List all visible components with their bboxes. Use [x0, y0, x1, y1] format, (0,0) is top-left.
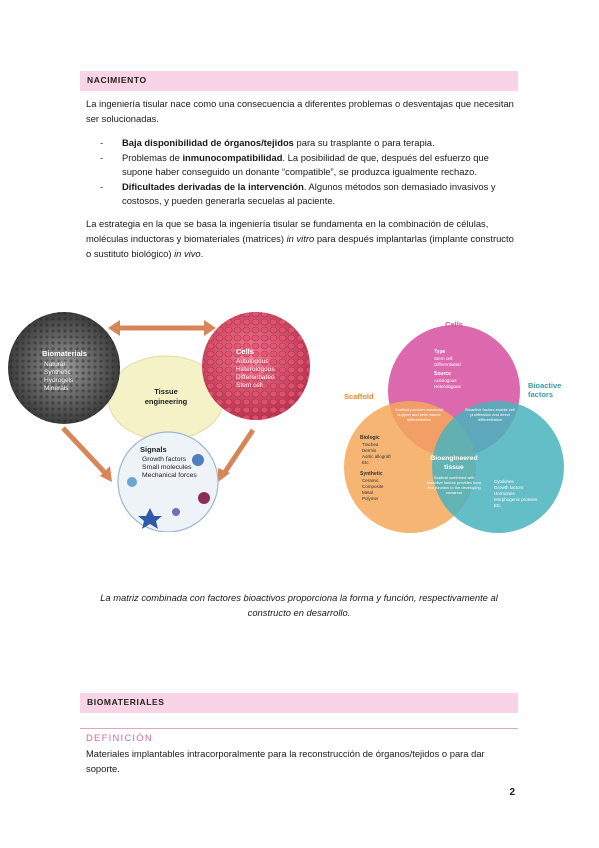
- divider: [80, 728, 518, 729]
- figure-caption: La matriz combinada con factores bioacti…: [100, 592, 498, 618]
- intro-paragraph: La ingeniería tisular nace como una cons…: [86, 98, 514, 124]
- factors-title-line1: Bioactive: [528, 381, 561, 390]
- molecule-icon: [127, 477, 137, 487]
- list-item: -Problemas de inmunocompatibilidad. La p…: [100, 151, 489, 178]
- scaffold-syn-item: Composite: [362, 484, 384, 489]
- scaffold-syn-item: Ceramic: [362, 478, 380, 483]
- molecule-icon: [172, 508, 180, 516]
- signals-item: Growth factors: [142, 456, 187, 463]
- biomaterials-item: Hydrogels: [44, 377, 74, 384]
- cells-item: Heterologous: [236, 366, 275, 373]
- arrow-head-icon: [100, 466, 112, 482]
- arrow-icon: [220, 428, 256, 477]
- section-title: NACIMIENTO: [87, 75, 147, 85]
- biomaterials-item: Minerals: [44, 385, 69, 392]
- list-item: -Baja disponibilidad de órganos/tejidos …: [100, 137, 435, 148]
- list-item: -Dificultades derivadas de la intervenci…: [100, 180, 496, 207]
- tissue-engineering-figure: Tissue engineering Biomaterials Natural …: [8, 312, 310, 532]
- factors-title-line2: factors: [528, 390, 553, 399]
- cells-source-item: Heterologous: [434, 384, 462, 389]
- cells-type-label: Type: [434, 349, 446, 355]
- factors-item: Growth factors: [494, 485, 524, 490]
- problem-list: -Baja disponibilidad de órganos/tejidos …: [100, 136, 518, 209]
- arrow-head-icon: [204, 320, 216, 336]
- section-header-nacimiento: NACIMIENTO: [80, 71, 518, 91]
- scaffold-title: Scaffold: [344, 392, 374, 401]
- section-header-biomateriales: BIOMATERIALES: [80, 693, 518, 713]
- center-label-line1: Bioengineered: [430, 455, 477, 462]
- section-title: BIOMATERIALES: [87, 697, 165, 707]
- scaffold-bio-item: Aortic allograft: [362, 454, 392, 459]
- scaffold-syn-item: Polymer: [362, 496, 379, 501]
- center-label-line2: tissue: [444, 464, 464, 471]
- factors-circle: [432, 401, 564, 533]
- overlap-cells-scaffold: Scaffold provides structural support and…: [395, 407, 443, 422]
- signals-title: Signals: [140, 445, 167, 454]
- center-label-line2: engineering: [145, 397, 188, 406]
- cells-source-label: Source: [434, 371, 451, 377]
- arrow-head-icon: [108, 320, 120, 336]
- scaffold-syn-item: Metal: [362, 490, 373, 495]
- scaffold-bio-item: Etc.: [362, 460, 370, 465]
- star-molecule-icon: [138, 508, 162, 529]
- signals-item: Mechanical forces: [142, 472, 197, 479]
- strategy-paragraph: La estrategia en la que se basa la ingen…: [86, 218, 514, 259]
- factors-item: Hormones: [494, 491, 516, 496]
- biomaterials-title: Biomaterials: [42, 349, 87, 358]
- molecule-icon: [192, 454, 204, 466]
- signals-item: Small molecules: [142, 464, 192, 471]
- biomaterials-item: Synthetic: [44, 369, 71, 376]
- factors-item: Etc.: [494, 503, 502, 508]
- scaffold-bio-item: Trachea: [362, 442, 379, 447]
- cells-type-item: Differentiated: [434, 362, 461, 367]
- cells-title: Cells: [236, 347, 254, 356]
- definicion-title: DEFINICIÓN: [86, 733, 153, 744]
- scaffold-bio-label: Biologic: [360, 435, 380, 441]
- factors-item: Cytokines: [494, 479, 515, 484]
- page-number: 2: [509, 787, 515, 798]
- cells-item: Autologous: [236, 358, 269, 365]
- arrow-icon: [61, 426, 110, 478]
- cells-item: Stem cell: [236, 382, 263, 389]
- factors-item: Morphogenic proteins: [494, 497, 538, 502]
- scaffold-syn-label: Synthetic: [360, 471, 383, 477]
- overlap-scaffold-factors: Scaffold combined with bioactive factors…: [427, 475, 481, 495]
- center-label-line1: Tissue: [154, 387, 178, 396]
- molecule-icon: [198, 492, 210, 504]
- arrow-head-icon: [218, 468, 230, 482]
- cells-source-item: Autologous: [434, 378, 457, 383]
- biomaterials-item: Natural: [44, 361, 66, 368]
- cells-title: Cells: [445, 320, 463, 329]
- scaffold-bio-item: Dermis: [362, 448, 377, 453]
- cells-type-item: Stem cell: [434, 356, 453, 361]
- definicion-text: Materiales implantables intracorporalmen…: [86, 748, 485, 774]
- venn-diagram: Cells Scaffold Bioactive factors Type St…: [344, 320, 564, 533]
- overlap-cells-factors: Bioactive factors enable cell proliferat…: [465, 407, 515, 422]
- cells-item: Differentiated: [236, 374, 275, 381]
